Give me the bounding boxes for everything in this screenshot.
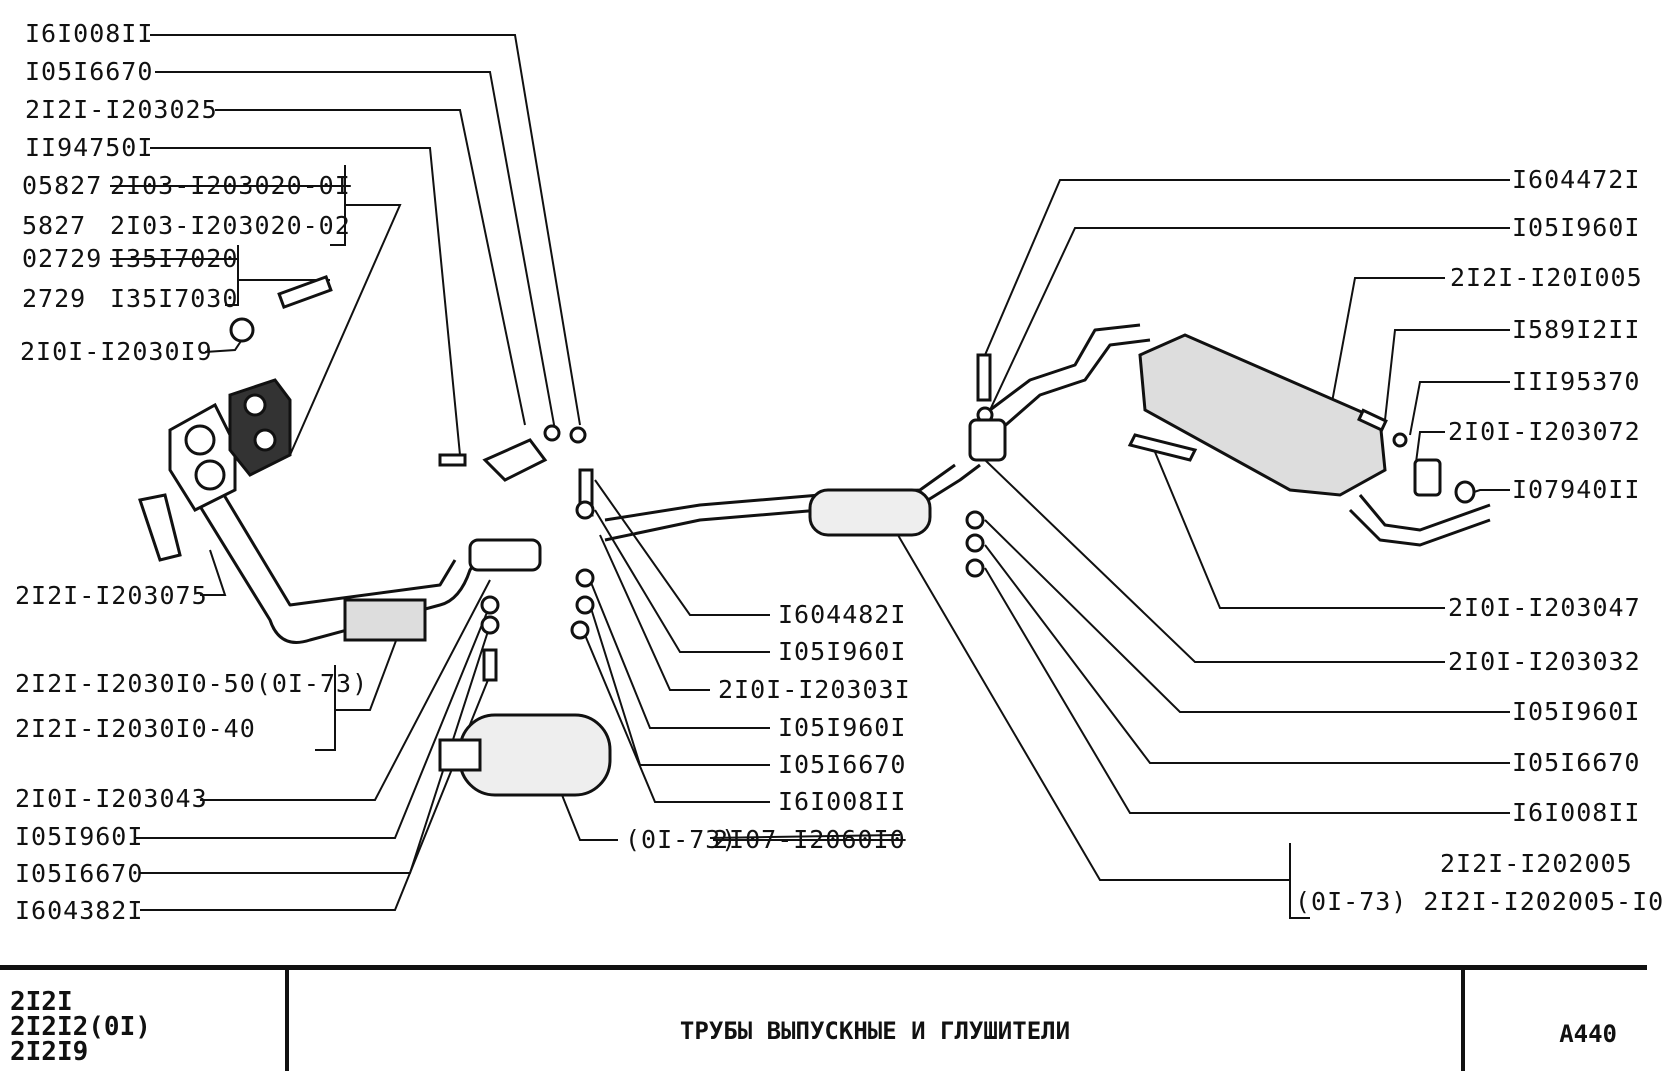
part-label: 2I0I-I2030I9 [20,337,213,366]
part-label: 05827 [22,171,103,200]
leader-line [155,71,556,431]
part-label-superseded: 2I07-I2060I0 [713,825,906,854]
part-label: I05I960I [778,637,907,666]
part-label: I05I960I [1512,697,1641,726]
part-label: I05I6670 [778,750,907,779]
part-label: I07940II [1512,475,1641,504]
rear-pipe-inner [989,323,1141,412]
part-label: 2I2I-I203075 [15,581,208,610]
tail-pipe-inner [1358,494,1491,532]
part-label: I05I960I [1512,213,1641,242]
part-label: I05I6670 [1512,748,1641,777]
leader-line [135,604,491,839]
part-label: II94750I [25,133,154,162]
rear-pipe [999,338,1151,432]
part-label: 2I0I-I20303I [718,675,911,704]
part-label: III95370 [1512,367,1641,396]
part-label: (0I-73) 2I2I-I202005-I0 [1295,887,1664,916]
part-label: (0I-73) [625,825,738,854]
part-label: I35I7030 [110,284,239,313]
leader-line [984,459,1445,663]
model-code: 2I2I2(0I) [10,1012,151,1042]
part-label: 2I2I-I202005 [1440,849,1633,878]
part-label: I05I960I [15,822,144,851]
title-block: 2I2I 2I2I2(0I) 2I2I9 ТРУБЫ ВЫПУСКНЫЕ И Г… [0,965,1647,1071]
part-label: I604482I [778,600,907,629]
coupling [468,538,542,572]
leader-line [1409,381,1510,436]
exhaust-diagram [135,34,1510,919]
manifold-flange [168,402,237,512]
leader-line [709,834,901,839]
leader-line [150,147,461,456]
leader-line [215,109,526,426]
part-label: I589I2II [1512,315,1641,344]
part-label: 2I2I-I20I005 [1450,263,1643,292]
part-label: 2I03-I203020-02 [110,211,351,240]
model-code: 2I2I9 [10,1037,89,1067]
title-cell: ТРУБЫ ВЫПУСКНЫЕ И ГЛУШИТЕЛИ [289,970,1465,1071]
part-label: I6I008II [778,787,907,816]
part-label-superseded: I35I7020 [110,244,239,273]
gasket [228,378,292,477]
leader-line [984,179,1510,356]
leader-line [594,479,770,616]
front-pipe-inner [213,479,457,607]
leader-line [289,204,402,456]
additional-muffler [458,713,612,797]
leader-line [1324,277,1445,441]
code-cell: A440 [1465,970,1647,1071]
rear-hanger [1127,433,1198,462]
leader-line [894,529,1290,881]
model-list: 2I2I 2I2I2(0I) 2I2I9 [10,987,151,1067]
part-label: 2I0I-I203072 [1448,417,1641,446]
clamp [343,598,427,642]
part-label: 2729 [22,284,87,313]
model-code: 2I2I [10,987,73,1017]
bolt [277,274,333,310]
main-muffler [1138,333,1387,497]
part-label: 02729 [22,244,103,273]
part-label: I05I6670 [25,57,154,86]
leader-line [599,534,710,691]
part-label: I6I008II [25,19,154,48]
resonator-center [808,488,932,537]
leader-line [989,227,1510,411]
leader-line [1384,329,1510,421]
leader-line [594,509,770,653]
bracket [138,493,182,562]
leader-line [1149,439,1445,609]
part-label: 2I0I-I203047 [1448,593,1641,622]
part-label: I05I6670 [15,859,144,888]
page-code: A440 [1559,1020,1617,1048]
leader-line [200,579,491,801]
leader-line [1414,431,1445,471]
part-label: 2I0I-I203043 [15,784,208,813]
leader-line [330,165,346,246]
part-label-superseded: 2I03-I203020-0I [110,171,351,200]
leader-line [335,629,401,711]
part-label: I604382I [15,896,144,925]
leader-line [1289,843,1310,919]
model-cell: 2I2I 2I2I2(0I) 2I2I9 [0,970,289,1071]
tail-pipe [1348,508,1491,547]
part-label: 2I2I-I203025 [25,95,218,124]
part-label: I604472I [1512,165,1641,194]
part-label: 2I0I-I203032 [1448,647,1641,676]
part-label: 2I2I-I2030I0-50(0I-73) [15,669,369,698]
leader-line [225,245,239,306]
leader-line [984,519,1510,713]
leader-line [984,544,1510,764]
leader-line [200,549,227,596]
page-title: ТРУБЫ ВЫПУСКНЫЕ И ГЛУШИТЕЛИ [679,1017,1071,1045]
part-label: I6I008II [1512,798,1641,827]
leader-line [589,579,770,729]
leader-line [584,634,770,803]
leader-line [315,665,336,751]
leader-line [984,567,1510,814]
part-label: 5827 [22,211,87,240]
leader-line [150,34,581,426]
part-label: 2I2I-I2030I0-40 [15,714,256,743]
part-label: I05I960I [778,713,907,742]
